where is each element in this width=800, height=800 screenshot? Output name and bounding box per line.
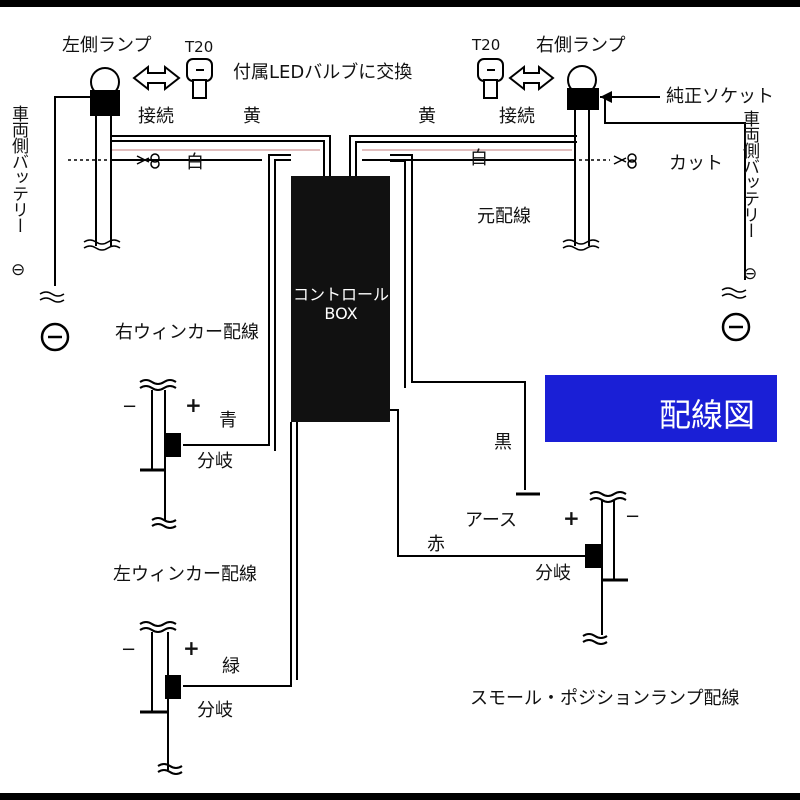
t20-left-label: T20 xyxy=(185,38,214,56)
branch-label-3: 分岐 xyxy=(535,563,571,584)
plus-position: + xyxy=(563,506,580,530)
blue-wire xyxy=(183,154,291,446)
black-label: 黒 xyxy=(494,432,512,453)
right-lamp-label: 右側ランプ xyxy=(536,35,626,56)
diagram-title-box: 配線図 xyxy=(545,375,777,442)
connect-left-label: 接続 xyxy=(138,106,174,127)
control-box-label: コントロール BOX xyxy=(292,285,390,323)
left-socket xyxy=(90,90,120,116)
branch-label-1: 分岐 xyxy=(197,451,233,472)
socket-pointer-arrow xyxy=(600,91,660,103)
plus-right-blinker: + xyxy=(185,393,202,417)
right-yellow-wire xyxy=(349,135,577,176)
white-left-label: 白 xyxy=(186,152,204,173)
ground-minus-icon xyxy=(40,312,751,352)
right-battery-wire xyxy=(600,96,746,280)
replace-note: 付属LEDバルブに交換 xyxy=(233,62,413,83)
small-position-label: スモール・ポジションランプ配線 xyxy=(470,688,740,709)
red-wire xyxy=(390,409,590,557)
original-wiring-label: 元配線 xyxy=(477,206,531,227)
top-border xyxy=(0,0,800,7)
branch-label-2: 分岐 xyxy=(197,700,233,721)
t20-led-bulb-icon-right xyxy=(477,58,504,99)
vehicle-battery-right-label: 車両側バッテリー xyxy=(739,110,759,238)
diagram-title: 配線図 xyxy=(658,396,755,434)
earth-label: アース xyxy=(465,510,518,531)
cut-label: カット xyxy=(669,153,723,174)
left-battery-wire xyxy=(54,96,90,286)
right-socket-icon xyxy=(567,88,599,110)
control-box-line2: BOX xyxy=(324,304,358,323)
minus-right-blinker: − xyxy=(122,396,138,417)
red-label: 赤 xyxy=(427,534,445,555)
t20-led-bulb-icon xyxy=(186,58,213,99)
double-arrow-icon xyxy=(132,64,555,92)
control-box-line1: コントロール xyxy=(292,285,389,304)
black-wire xyxy=(390,154,526,490)
vehicle-battery-left-label: 車両側バッテリー xyxy=(8,105,28,233)
battery-right-minus: ⊖ xyxy=(743,264,758,284)
green-label: 緑 xyxy=(222,656,240,677)
battery-left-minus: ⊖ xyxy=(11,260,26,280)
minus-position: − xyxy=(625,506,641,527)
white-right-label: 白 xyxy=(470,148,488,169)
connect-right-label: 接続 xyxy=(499,106,535,127)
yellow-left-label: 黄 xyxy=(243,106,261,127)
t20-right-label: T20 xyxy=(472,36,501,54)
right-blinker-label: 右ウィンカー配線 xyxy=(115,322,259,343)
yellow-right-label: 黄 xyxy=(418,106,436,127)
left-yellow-wire xyxy=(111,135,331,176)
genuine-socket-label: 純正ソケット xyxy=(666,86,774,107)
blue-label: 青 xyxy=(219,410,237,431)
green-wire xyxy=(183,422,292,687)
left-blinker-label: 左ウィンカー配線 xyxy=(113,564,257,585)
minus-left-blinker: − xyxy=(121,639,137,660)
scissors-icon xyxy=(136,153,637,169)
plus-left-blinker: + xyxy=(183,636,200,660)
splice-tap-icon xyxy=(165,433,601,699)
control-box xyxy=(291,176,390,422)
bottom-border xyxy=(0,793,800,800)
left-lamp-label: 左側ランプ xyxy=(62,35,152,56)
